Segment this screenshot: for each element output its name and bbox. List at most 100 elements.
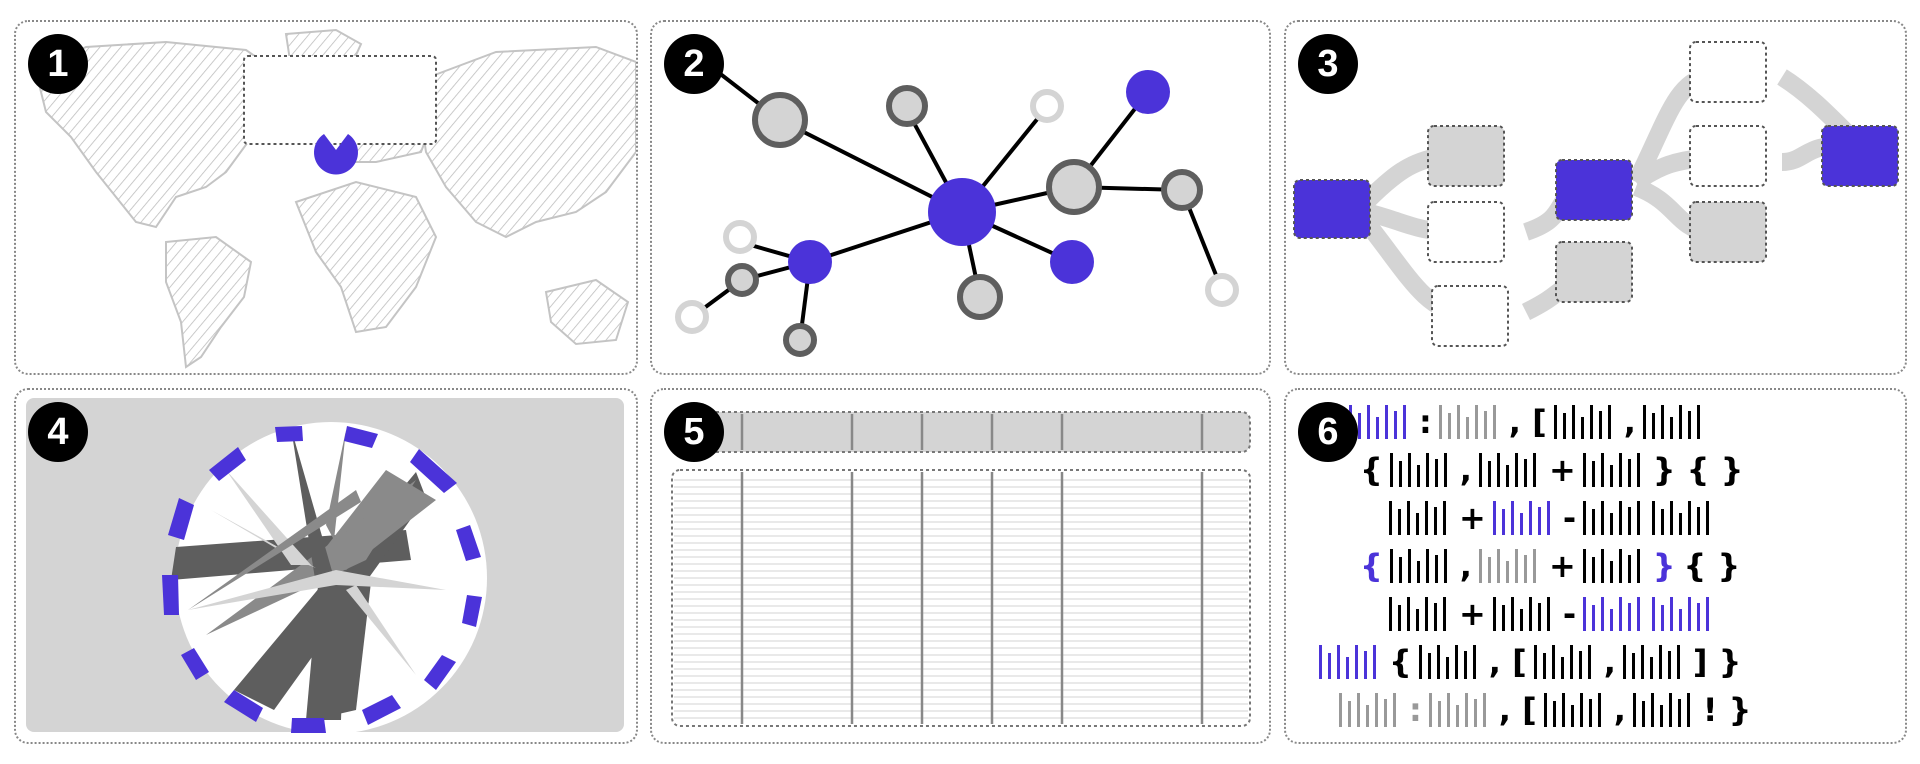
node xyxy=(1161,169,1203,211)
node xyxy=(1030,89,1064,123)
badge-4: 4 xyxy=(28,402,88,462)
chord-ribbon xyxy=(188,490,361,610)
chord-ribbon xyxy=(346,585,416,675)
flow-diagram-icon xyxy=(1293,41,1899,347)
code-token: + xyxy=(1459,595,1486,633)
chord-arc xyxy=(168,498,194,540)
code-token: + xyxy=(1459,499,1486,537)
code-token-bars xyxy=(1583,501,1641,535)
chord-arc xyxy=(344,426,378,448)
code-token: , xyxy=(1459,451,1472,489)
code-token-bars xyxy=(1389,453,1447,487)
chord-ribbon xyxy=(188,570,336,610)
table-header xyxy=(671,411,1251,453)
panel-table: 5 xyxy=(650,388,1271,744)
code-token-bars xyxy=(1632,693,1690,727)
code-line: {, + } { } xyxy=(1286,450,1905,490)
code-token-bars xyxy=(1389,597,1446,631)
node-accent xyxy=(1126,70,1170,114)
code-token: : xyxy=(1419,403,1432,441)
node-hub xyxy=(928,178,996,246)
panel-network: 2 xyxy=(650,20,1271,375)
code-token: , xyxy=(1613,691,1626,729)
continent-australia xyxy=(544,278,630,346)
code-token: + xyxy=(1548,451,1576,489)
code-token-bars xyxy=(1418,645,1476,679)
continent-north-america xyxy=(34,40,280,229)
badge-3: 3 xyxy=(1298,34,1358,94)
code-token-bars xyxy=(1339,693,1396,727)
code-token: , [ xyxy=(1498,691,1537,729)
code-token: } xyxy=(1652,547,1676,585)
code-token-bars xyxy=(1652,597,1710,631)
code-token-bars xyxy=(1492,597,1550,631)
flow-node-source xyxy=(1293,179,1371,239)
chord-arc xyxy=(181,648,209,680)
badge-2: 2 xyxy=(664,34,724,94)
code-snippet-icon: :, [,{,+} { }+-{,+}{ }+-{, [,] }:, [,! } xyxy=(1286,390,1905,742)
chord-ribbon xyxy=(336,570,446,590)
chord-ribbon xyxy=(306,552,346,720)
chord-arc xyxy=(162,575,179,615)
code-line: {, [,] } xyxy=(1286,642,1905,682)
continent-south-america xyxy=(165,235,253,369)
badge-6: 6 xyxy=(1298,402,1358,462)
table-grid-icon xyxy=(671,411,1251,727)
chord-arc xyxy=(462,595,482,627)
pacman-marker-icon xyxy=(314,134,358,175)
node-accent xyxy=(1050,240,1094,284)
badge-1: 1 xyxy=(28,34,88,94)
continent-africa xyxy=(294,180,438,334)
code-token-bars xyxy=(1543,693,1601,727)
code-token: + xyxy=(1548,547,1576,585)
node xyxy=(1046,159,1102,215)
code-token-bars xyxy=(1319,645,1376,679)
code-token: { xyxy=(1360,451,1383,489)
flow-node xyxy=(1431,285,1509,347)
flow-node xyxy=(1689,125,1767,187)
chord-arc xyxy=(424,655,456,690)
flow-node xyxy=(1689,41,1767,103)
node xyxy=(1205,273,1239,307)
code-token-bars xyxy=(1428,693,1486,727)
chord-arc xyxy=(224,690,263,722)
code-token: { xyxy=(1360,547,1383,585)
node xyxy=(723,220,757,254)
code-token: , [ xyxy=(1488,643,1527,681)
flow-node xyxy=(1689,201,1767,263)
continent-asia xyxy=(414,45,636,239)
code-token-bars xyxy=(1642,405,1700,439)
node xyxy=(886,85,928,127)
chord-arc xyxy=(410,449,457,493)
code-token-bars xyxy=(1533,645,1591,679)
network-nodes xyxy=(675,70,1239,357)
flow-node xyxy=(1427,125,1505,187)
code-token-bars xyxy=(1583,597,1641,631)
node xyxy=(752,92,808,148)
code-token: { } xyxy=(1683,547,1741,585)
flow-node xyxy=(1427,201,1505,263)
world-map-icon xyxy=(34,28,636,369)
code-token: - xyxy=(1562,499,1577,537)
panel-flow: 3 xyxy=(1284,20,1907,375)
code-token-bars xyxy=(1492,501,1550,535)
network-graph-icon xyxy=(675,50,1239,357)
code-token: } { } xyxy=(1652,451,1744,489)
code-token-bars xyxy=(1582,453,1640,487)
flow-node-middle xyxy=(1555,159,1633,221)
code-token: , xyxy=(1459,547,1472,585)
code-token-bars xyxy=(1478,453,1536,487)
code-token-bars xyxy=(1652,501,1710,535)
code-token: ! } xyxy=(1702,691,1752,729)
code-token: { xyxy=(1389,643,1412,681)
code-token: , xyxy=(1623,403,1636,441)
node-accent xyxy=(788,240,832,284)
code-line: {, +}{ } xyxy=(1286,546,1905,586)
badge-5: 5 xyxy=(664,402,724,462)
code-token-bars xyxy=(1553,405,1611,439)
code-line: :, [,! } xyxy=(1286,690,1905,730)
code-token-bars xyxy=(1438,405,1496,439)
node xyxy=(725,263,759,297)
code-token: - xyxy=(1562,595,1577,633)
flow-node xyxy=(1555,241,1633,303)
